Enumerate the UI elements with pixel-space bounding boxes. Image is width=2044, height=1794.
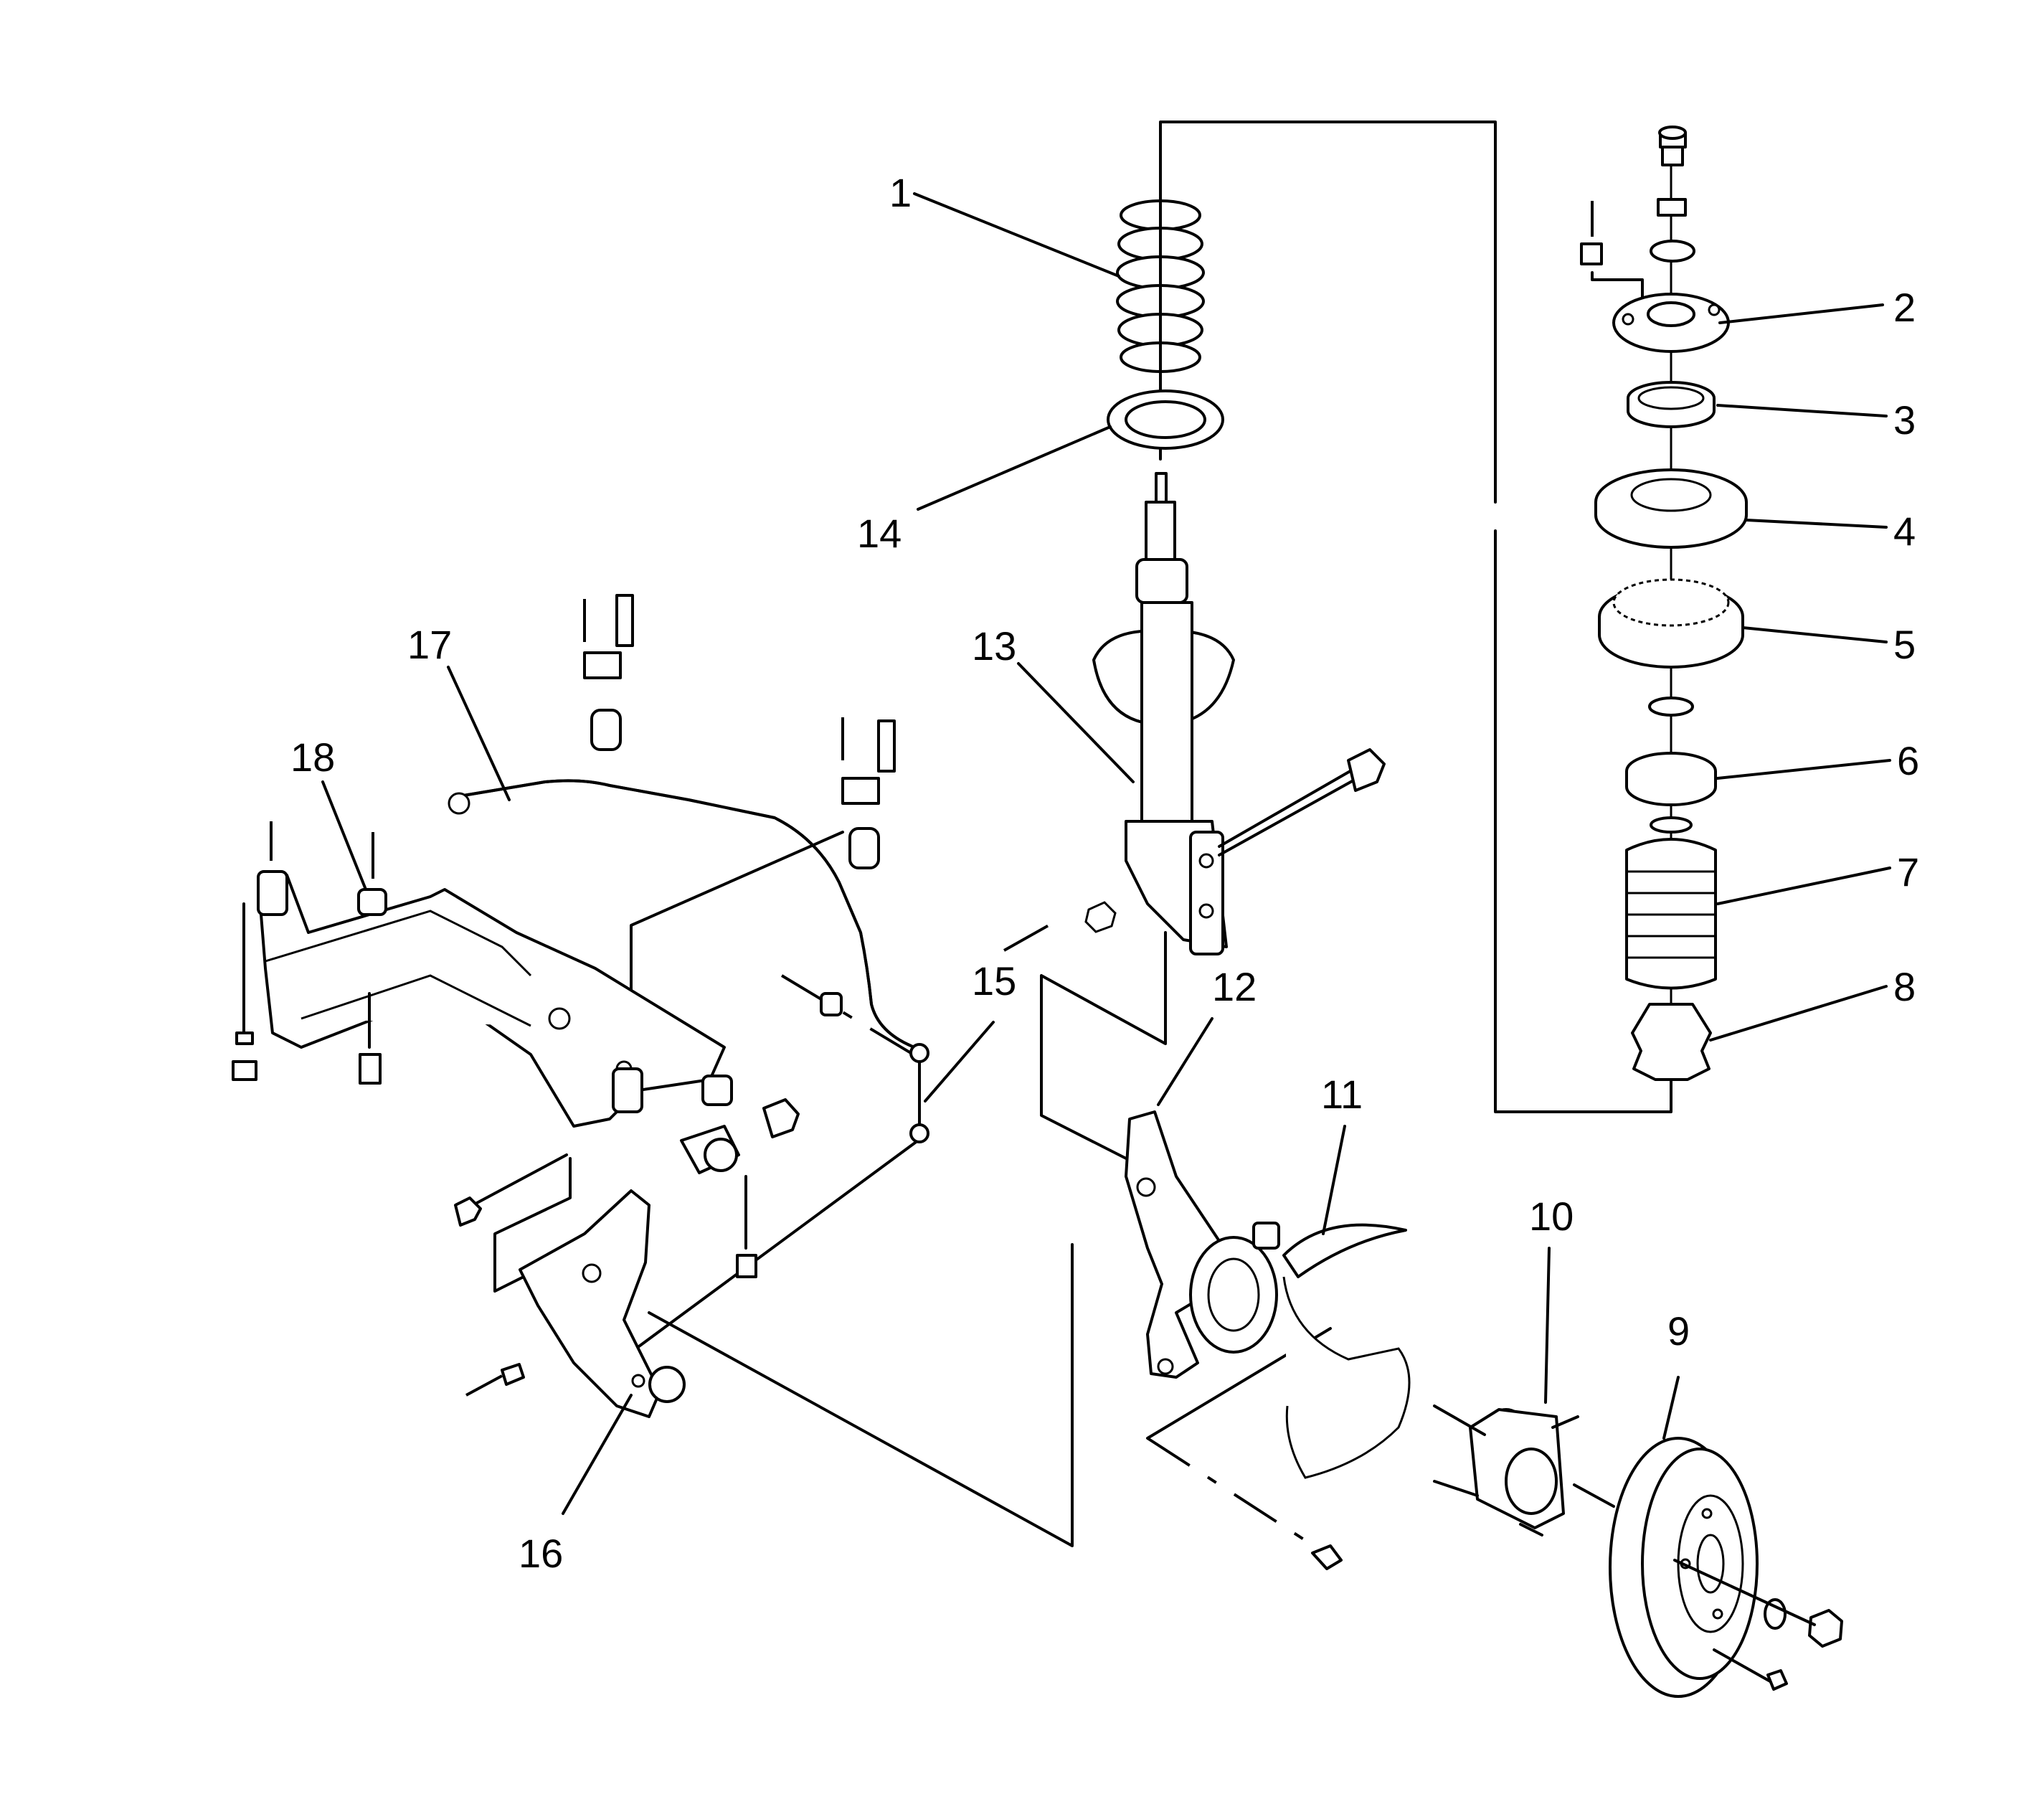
callout-17: 17 <box>407 622 452 667</box>
callout-9: 9 <box>1667 1308 1690 1354</box>
callout-2: 2 <box>1893 285 1916 330</box>
splash-shield <box>1282 1223 1411 1479</box>
callout-18: 18 <box>290 735 335 780</box>
steering-knuckle <box>1125 1110 1280 1379</box>
callout-5: 5 <box>1893 622 1916 667</box>
callout-8: 8 <box>1893 964 1916 1009</box>
callout-7: 7 <box>1897 849 1919 894</box>
callout-13: 13 <box>972 623 1016 669</box>
callout-14: 14 <box>857 511 902 556</box>
frame <box>232 821 733 1227</box>
callout-10: 10 <box>1529 1194 1574 1239</box>
strut-mount-stack <box>1580 126 1748 1081</box>
callout-16: 16 <box>519 1531 563 1576</box>
lower-spring-insulator <box>1107 390 1224 450</box>
assembly-lines <box>493 121 1672 1558</box>
strut-assembly <box>1092 472 1235 955</box>
callout-1: 1 <box>889 170 912 215</box>
coil-spring <box>1116 199 1205 374</box>
wheel-hub <box>1433 1404 1615 1536</box>
callout-3: 3 <box>1893 397 1916 443</box>
stabilizer-bar <box>448 594 929 1143</box>
callout-labels: 1 2 3 4 5 6 7 8 9 10 11 12 13 14 15 16 1… <box>290 170 1919 1576</box>
callout-11: 11 <box>1321 1072 1363 1117</box>
callout-12: 12 <box>1212 964 1257 1009</box>
strut-bolt <box>1084 748 1386 933</box>
callout-4: 4 <box>1893 509 1916 554</box>
leader-lines <box>321 192 1891 1515</box>
lower-control-arm <box>465 1098 800 1418</box>
brake-rotor <box>1311 1437 1843 1698</box>
callout-15: 15 <box>972 958 1016 1004</box>
callout-6: 6 <box>1897 738 1919 783</box>
